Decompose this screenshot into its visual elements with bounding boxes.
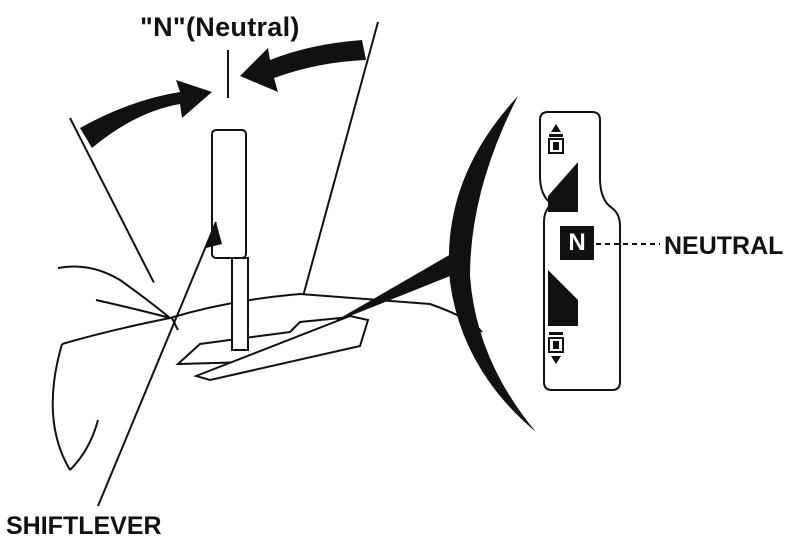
upper-ramp [548, 162, 578, 212]
neutral-position-title: "N"(Neutral) [140, 12, 300, 42]
magnifier-lens [448, 96, 536, 432]
magnifier-pointer [330, 250, 470, 324]
arrow-left-icon [240, 40, 366, 92]
vehicle-forward-icon [548, 124, 564, 154]
vehicle-reverse-icon [548, 332, 564, 364]
shift-gate [175, 314, 370, 382]
arrow-right-icon [80, 80, 212, 148]
shift-lever [211, 129, 249, 351]
console-body [51, 265, 483, 471]
lower-ramp [548, 270, 578, 326]
shift-lever-label: SHIFTLEVER [6, 512, 162, 540]
leader-arrowhead [206, 222, 222, 248]
neutral-label: NEUTRAL [664, 232, 784, 260]
neutral-indicator-badge: N [560, 226, 594, 260]
shift-lever-leader-line [97, 221, 217, 507]
